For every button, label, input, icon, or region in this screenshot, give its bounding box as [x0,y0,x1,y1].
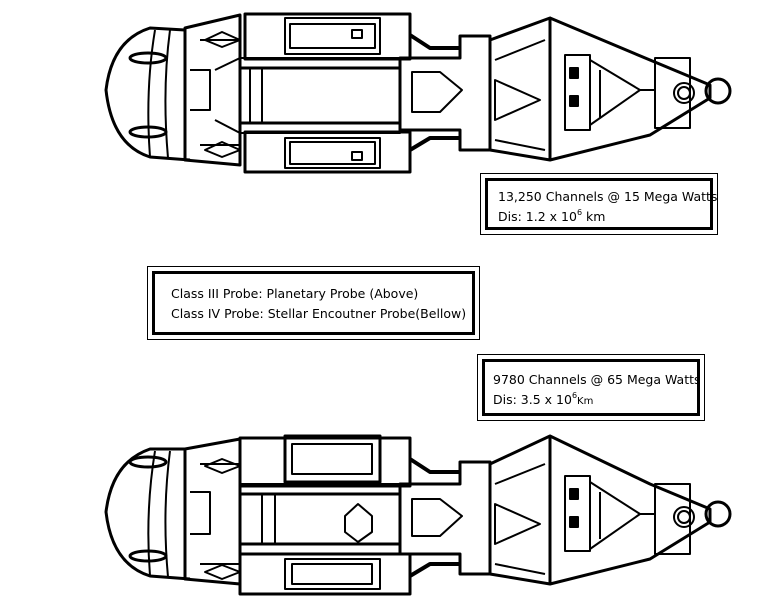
class-iv-distance-unit: Km [577,396,594,407]
probe-class-legend: Class III Probe: Planetary Probe (Above)… [147,266,480,340]
legend-class-iv: Class IV Probe: Stellar Encoutner Probe(… [171,306,467,321]
class-iii-distance-unit: km [582,209,606,224]
class-iv-spec-text: 9780 Channels @ 65 Mega Watts Dis: 3.5 x… [482,359,701,416]
class-iv-distance-value: Dis: 3.5 x 10 [493,392,572,407]
class-iv-distance-exponent: 6 [571,390,578,400]
class-iii-distance: Dis: 1.2 x 106 km [498,207,700,227]
class-iv-probe-drawing [104,434,732,596]
class-iv-channels: 9780 Channels @ 65 Mega Watts [493,372,701,387]
class-iii-distance-exponent: 6 [576,207,583,217]
legend-class-iii: Class III Probe: Planetary Probe (Above) [171,286,419,301]
class-iv-distance: Dis: 3.5 x 106Km [493,390,689,412]
class-iii-spec-box: 13,250 Channels @ 15 Mega Watts Dis: 1.2… [480,173,718,235]
class-iii-distance-value: Dis: 1.2 x 10 [498,209,577,224]
class-iii-probe-drawing [104,12,732,174]
legend-text: Class III Probe: Planetary Probe (Above)… [152,271,475,335]
class-iii-channels: 13,250 Channels @ 15 Mega Watts [498,189,718,204]
class-iv-spec-box: 9780 Channels @ 65 Mega Watts Dis: 3.5 x… [477,354,705,421]
class-iii-spec-text: 13,250 Channels @ 15 Mega Watts Dis: 1.2… [485,178,718,230]
